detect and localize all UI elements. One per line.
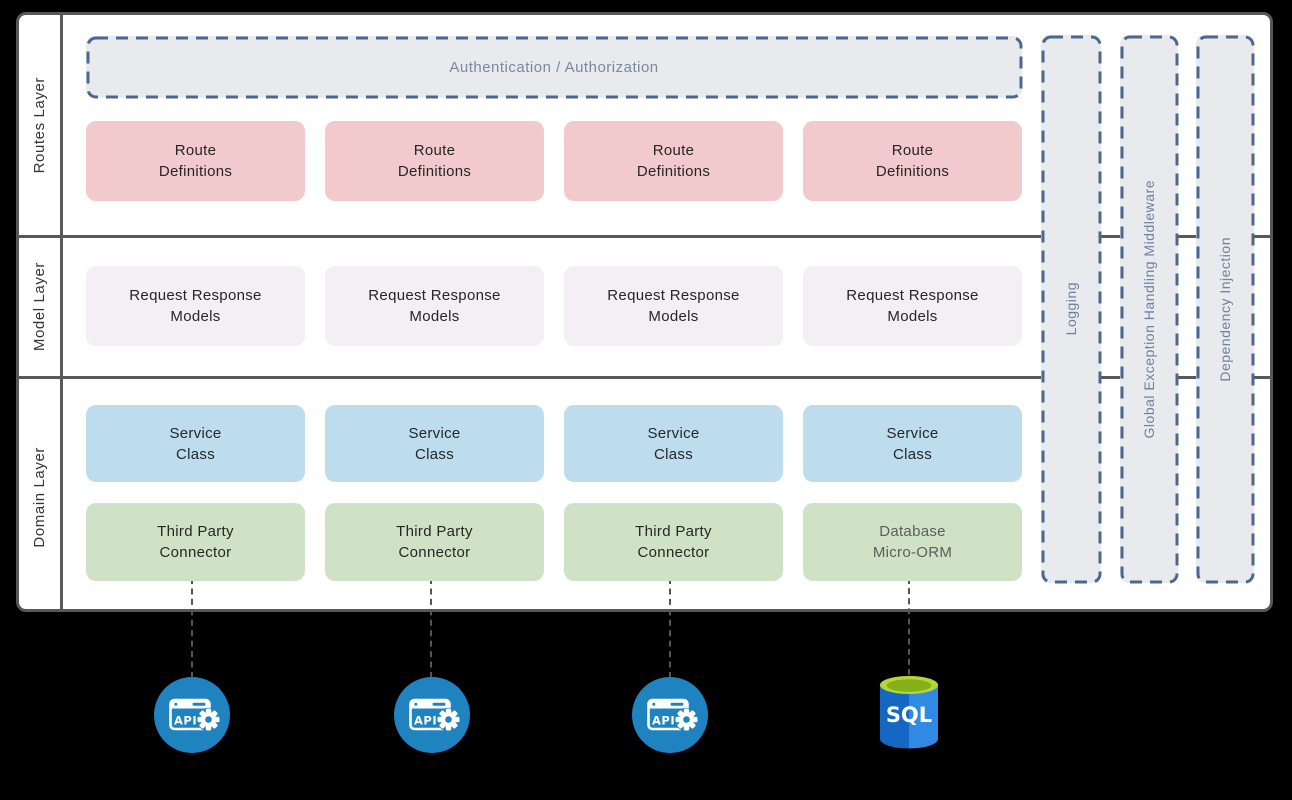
route-definitions-box: Route Definitions (803, 121, 1022, 201)
box-label: Route (891, 142, 934, 159)
box-label: Service (169, 424, 222, 442)
domain-layer-section: Domain Layer (19, 379, 60, 615)
box-label: Class (892, 445, 932, 463)
box-label: Micro-ORM (872, 544, 953, 561)
dashed-border (1120, 35, 1178, 583)
third-party-connector-box: Third Party Connector (564, 503, 783, 581)
box-label: Class (653, 445, 693, 463)
dashed-border (1041, 35, 1101, 583)
request-response-models-box: Request Response Models (803, 266, 1022, 346)
domain-layer-label: Domain Layer (31, 446, 48, 548)
service-class-box: Service Class (803, 405, 1022, 482)
route-definitions-box: Route Definitions (325, 121, 544, 201)
box-label: Route (174, 142, 217, 159)
box-label: Third Party (157, 523, 234, 540)
connector-line (191, 578, 193, 678)
api-icon: API (394, 677, 470, 758)
model-layer-label: Model Layer (31, 262, 48, 352)
dependency-injection-bar: Dependency Injection (1196, 35, 1254, 583)
connector-line (908, 578, 910, 675)
box-label: Third Party (635, 523, 712, 540)
box-label: Request Response (368, 287, 501, 304)
sql-label: SQL (886, 703, 932, 727)
dashed-border (1196, 35, 1254, 583)
box-label: Connector (637, 544, 710, 561)
box-label: Request Response (846, 287, 979, 304)
box-label: Connector (159, 544, 232, 561)
box-label: Definitions (397, 163, 472, 180)
box-label: Request Response (129, 287, 262, 304)
box-label: Route (413, 142, 456, 159)
api-icon: API (154, 677, 230, 758)
box-label: Definitions (158, 163, 233, 180)
api-label: API (652, 714, 675, 728)
box-label: Service (886, 424, 939, 442)
box-label: Class (175, 445, 215, 463)
api-label: API (414, 714, 437, 728)
model-layer-section: Model Layer (19, 238, 60, 376)
box-label: Definitions (875, 163, 950, 180)
dependency-injection-label: Dependency Injection (1217, 236, 1233, 382)
route-definitions-box: Route Definitions (86, 121, 305, 201)
box-label: Database (879, 523, 946, 540)
box-label: Models (409, 308, 460, 325)
box-label: Models (648, 308, 699, 325)
api-icon: API (632, 677, 708, 758)
third-party-connector-box: Third Party Connector (86, 503, 305, 581)
routes-layer-section: Routes Layer (19, 15, 60, 235)
logging-label: Logging (1063, 282, 1079, 336)
request-response-models-box: Request Response Models (325, 266, 544, 346)
box-label: Connector (398, 544, 471, 561)
connector-line (669, 578, 671, 678)
box-label: Class (414, 445, 454, 463)
service-class-box: Service Class (564, 405, 783, 482)
box-label: Definitions (636, 163, 711, 180)
third-party-connector-box: Third Party Connector (325, 503, 544, 581)
label-column-divider (60, 15, 63, 609)
authentication-authorization-bar: Authentication / Authorization (86, 36, 1022, 98)
database-micro-orm-box: Database Micro-ORM (803, 503, 1022, 581)
logging-bar: Logging (1041, 35, 1101, 583)
route-definitions-box: Route Definitions (564, 121, 783, 201)
service-class-box: Service Class (325, 405, 544, 482)
box-label: Service (408, 424, 461, 442)
box-label: Request Response (607, 287, 740, 304)
global-exception-handling-label: Global Exception Handling Middleware (1141, 179, 1157, 439)
api-label: API (174, 714, 197, 728)
gear-icon (436, 707, 461, 732)
gear-icon (196, 707, 221, 732)
service-class-box: Service Class (86, 405, 305, 482)
connector-line (430, 578, 432, 678)
diagram-panel: Routes Layer Model Layer Domain Layer Au… (16, 12, 1273, 612)
model-domain-divider (19, 376, 1270, 379)
request-response-models-box: Request Response Models (86, 266, 305, 346)
authentication-authorization-label: Authentication / Authorization (449, 58, 659, 76)
box-label: Route (652, 142, 695, 159)
box-label: Models (170, 308, 221, 325)
sql-database-icon: SQL (876, 674, 942, 759)
request-response-models-box: Request Response Models (564, 266, 783, 346)
dashed-border (86, 36, 1022, 98)
gear-icon (674, 707, 699, 732)
box-label: Models (887, 308, 938, 325)
box-label: Service (647, 424, 700, 442)
global-exception-handling-bar: Global Exception Handling Middleware (1120, 35, 1178, 583)
routes-layer-label: Routes Layer (31, 76, 48, 174)
routes-model-divider (19, 235, 1270, 238)
box-label: Third Party (396, 523, 473, 540)
